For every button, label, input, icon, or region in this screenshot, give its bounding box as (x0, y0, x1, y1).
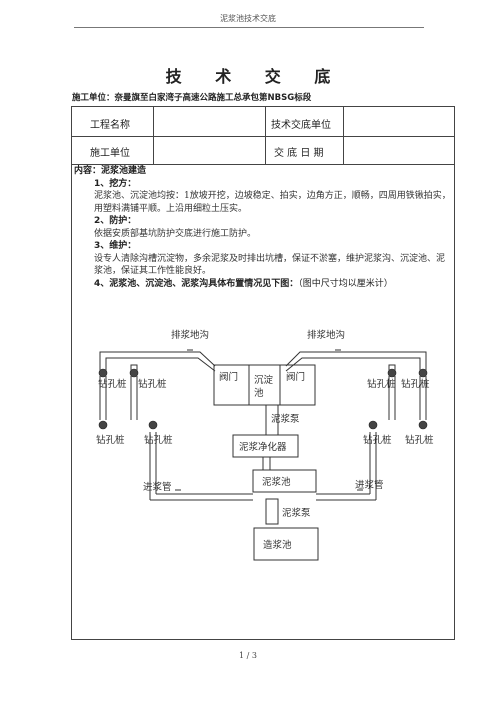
handover-table: 工程名称 技术交底单位 施工单位 交 底 日 期 内容：泥浆池建造 1、挖方： … (71, 106, 455, 640)
pile-marker (368, 420, 378, 430)
table-col-divider (153, 107, 154, 164)
document-title: 技 术 交 底 (165, 67, 345, 86)
pile-marker (148, 420, 158, 430)
mud-purifier-label: 泥浆净化器 (239, 441, 287, 453)
page-number: 1 / 3 (239, 651, 257, 660)
header-rule (74, 27, 424, 28)
section-3-text: 设专人清除沟槽沉淀物，多余泥浆及时排出坑槽，保证不淤塞，维护泥浆沟、沉淀池、泥浆… (94, 253, 446, 277)
mud-pump-upper-label: 泥浆泵 (271, 413, 300, 425)
pile-marker (98, 420, 108, 430)
pile-top-left-2-label: 钻孔桩 (138, 378, 167, 390)
handover-unit-label: 技术交底单位 (271, 120, 331, 131)
pile-top-right-2-label: 钻孔桩 (401, 378, 430, 390)
inlet-pipe-left-label: 进浆管 (143, 481, 172, 493)
left-ditch-outer (99, 351, 216, 372)
slurry-making-tank-label: 造浆池 (263, 539, 292, 551)
right-ditch-outer (285, 351, 427, 372)
pile-top-right-1-label: 钻孔桩 (367, 378, 396, 390)
table-col-divider (343, 107, 344, 164)
pile-marker (387, 368, 397, 378)
handover-date-label: 交 底 日 期 (274, 148, 324, 159)
construction-unit-label: 施工单位 (90, 148, 130, 159)
mud-tank-label: 泥浆池 (262, 476, 291, 488)
pile-bottom-right-2-label: 钻孔桩 (405, 434, 434, 446)
mud-tank-box (252, 469, 317, 493)
section-3-title: 3、维护： (94, 241, 137, 251)
mud-pump-lower-label: 泥浆泵 (282, 507, 311, 519)
section-1-title: 1、挖方： (94, 178, 137, 189)
left-ditch-inner (105, 357, 216, 372)
section-2-title: 2、防护： (94, 216, 137, 226)
settling-valve-block (213, 364, 316, 406)
pile-marker (129, 368, 139, 378)
valve-right-label: 阀门 (286, 371, 305, 383)
lower-pump-pipe (265, 498, 279, 525)
project-name-label: 工程名称 (90, 120, 130, 131)
construction-unit-line: 施工单位：奈曼旗至白家湾子高速公路施工总承包第NBSG标段 (72, 93, 312, 103)
purifier-box (232, 434, 299, 458)
content-heading: 内容：泥浆池建造 (74, 166, 147, 176)
section-2-text: 依据安质部基坑防护交底进行施工防护。 (94, 228, 257, 239)
section-4-title: 4、泥浆池、沉淀池、泥浆沟具体布置情况见下图： (94, 278, 299, 289)
table-row-divider (72, 164, 454, 165)
pile-bottom-right-1-label: 钻孔桩 (363, 434, 392, 446)
pile-bottom-left-2-label: 钻孔桩 (144, 434, 173, 446)
pile-marker (418, 368, 428, 378)
running-header: 泥浆池技术交底 (220, 14, 276, 23)
pile-marker (418, 420, 428, 430)
inlet-pipe-right-label: 进浆管 (355, 479, 384, 491)
drain-ditch-right-label: 排浆地沟 (307, 329, 345, 341)
slurry-tank-box (253, 527, 319, 561)
valve-left-label: 阀门 (219, 371, 238, 383)
section-4-note: （图中尺寸均以厘米计） (298, 278, 393, 289)
pile-marker (98, 368, 108, 378)
settling-tank-label-1: 沉淀 (254, 374, 274, 386)
handover-content: 内容：泥浆池建造 1、挖方： 泥浆池、沉淀池均按：1放坡开挖，边坡稳定、拍实，边… (74, 165, 452, 290)
pile-top-left-1-label: 钻孔桩 (98, 378, 127, 390)
section-1-text: 泥浆池、沉淀池均按：1放坡开挖，边坡稳定、拍实，边角方正，顺畅，四周用铁锹拍实，… (94, 191, 451, 214)
settling-tank-label-2: 池 (254, 387, 264, 399)
table-col-divider (265, 107, 266, 164)
pile-bottom-left-1-label: 钻孔桩 (96, 434, 125, 446)
table-row-divider (72, 136, 454, 137)
drain-ditch-left-label: 排浆地沟 (171, 329, 209, 341)
